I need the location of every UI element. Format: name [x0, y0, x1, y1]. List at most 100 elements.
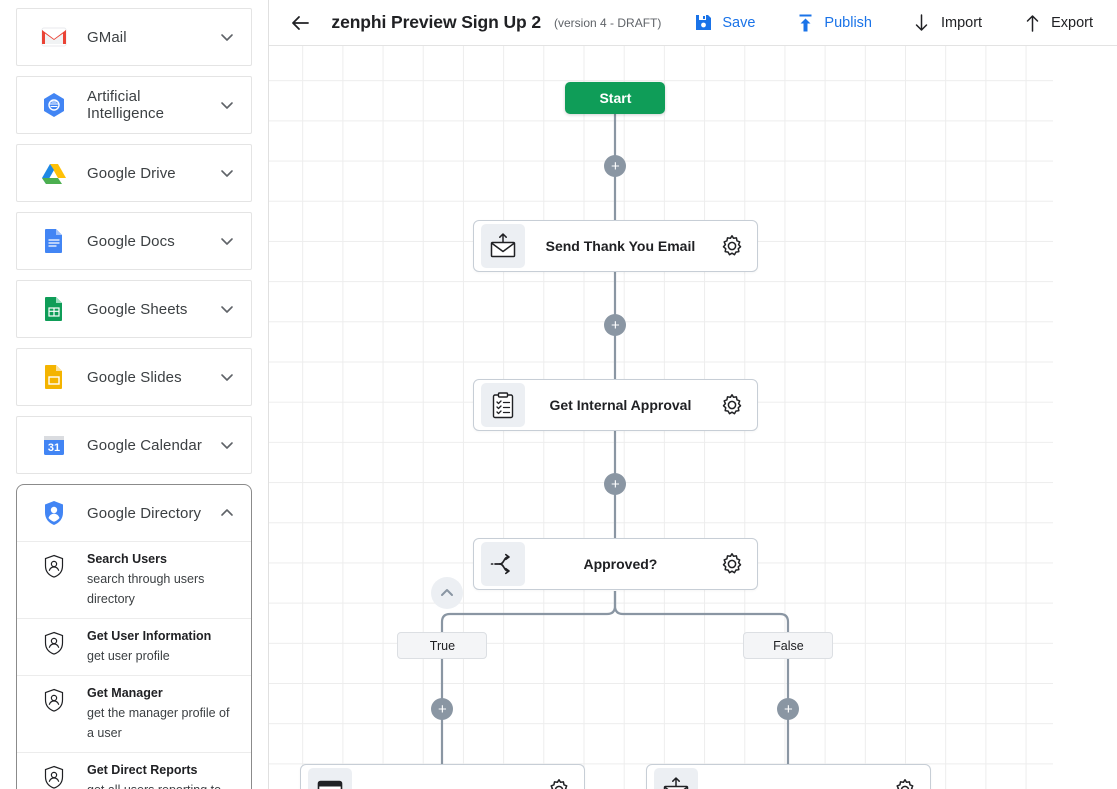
connector-card-google-drive[interactable]: Google Drive	[16, 144, 253, 202]
form-card-icon	[308, 768, 353, 789]
publish-upload-icon	[795, 13, 815, 33]
chevron-down-icon[interactable]	[217, 435, 237, 455]
chevron-down-icon[interactable]	[217, 95, 237, 115]
connector-card-artificial-intelligence[interactable]: Artificial Intelligence	[16, 76, 253, 134]
export-button[interactable]: Export	[1016, 9, 1099, 37]
connector-card-google-calendar[interactable]: 31 Google Calendar	[16, 416, 253, 474]
connector-header-artificial-intelligence[interactable]: Artificial Intelligence	[17, 77, 251, 133]
directory-user-icon	[41, 764, 67, 789]
chevron-down-icon[interactable]	[217, 231, 237, 251]
start-label: Start	[599, 90, 632, 106]
collapse-branch-button[interactable]	[431, 577, 464, 609]
connector-card-gmail[interactable]: GMail	[16, 8, 253, 66]
add-step-button[interactable]: +	[604, 473, 627, 495]
node-get-internal-approval[interactable]: Get Internal Approval	[473, 379, 759, 431]
chevron-down-icon[interactable]	[217, 299, 237, 319]
plus-label: +	[611, 475, 620, 493]
add-step-button[interactable]: +	[604, 314, 627, 336]
ai-icon	[41, 92, 67, 118]
import-label: Import	[940, 14, 983, 31]
node-label: Get Internal Approval	[549, 397, 692, 413]
connector-label: Google Sheets	[87, 300, 188, 318]
gear-icon[interactable]	[715, 547, 749, 581]
toolbar-actions: Save Publish Import	[687, 9, 1107, 37]
export-label: Export	[1051, 14, 1093, 31]
chevron-down-icon[interactable]	[217, 367, 237, 387]
connector-label: Google Docs	[87, 232, 175, 250]
back-arrow-icon[interactable]	[287, 10, 313, 36]
directory-user-icon	[41, 553, 67, 579]
connectors-sidebar[interactable]: GMail Artificial Intelligence	[0, 0, 270, 789]
list-item[interactable]: Get User Information get user profile	[17, 619, 252, 676]
connector-header-google-directory[interactable]: Google Directory	[17, 485, 251, 541]
google-sheets-icon	[41, 296, 67, 322]
directory-actions-list: Search Users search through users direct…	[17, 541, 252, 789]
google-docs-icon	[41, 228, 67, 254]
publish-button[interactable]: Publish	[789, 9, 878, 37]
google-calendar-icon: 31	[41, 432, 67, 458]
node-send-thank-you-email[interactable]: Send Thank You Email	[473, 220, 759, 272]
add-step-button[interactable]: +	[777, 698, 800, 720]
add-step-button[interactable]: +	[431, 698, 454, 720]
list-item-title: Get Manager	[87, 686, 163, 700]
save-button[interactable]: Save	[687, 9, 761, 37]
connector-header-google-calendar[interactable]: 31 Google Calendar	[17, 417, 251, 473]
list-item-description: get all users reporting to the a manager	[87, 780, 237, 789]
start-node[interactable]: Start	[565, 82, 666, 114]
gear-icon[interactable]	[715, 388, 749, 422]
connector-card-google-docs[interactable]: Google Docs	[16, 212, 253, 270]
google-directory-icon	[41, 500, 67, 526]
chevron-down-icon[interactable]	[217, 163, 237, 183]
connector-label: Google Slides	[87, 368, 182, 386]
save-label: Save	[722, 14, 756, 31]
node-approved-condition[interactable]: Approved?	[473, 538, 759, 590]
export-up-arrow-icon	[1022, 13, 1042, 33]
list-item[interactable]: Search Users search through users direct…	[17, 542, 252, 619]
workflow-canvas[interactable]: Start + Send Thank You Email	[269, 46, 1054, 789]
list-item-description: search through users directory	[87, 572, 205, 606]
plus-label: +	[784, 700, 793, 718]
connector-header-google-docs[interactable]: Google Docs	[17, 213, 251, 269]
connector-label: GMail	[87, 28, 127, 46]
list-item-title: Get Direct Reports	[87, 763, 198, 777]
add-step-button[interactable]: +	[604, 155, 627, 177]
send-email-icon	[481, 224, 526, 268]
branch-condition-icon	[481, 542, 526, 586]
branch-label-text: True	[429, 638, 456, 653]
connector-card-google-slides[interactable]: Google Slides	[16, 348, 253, 406]
svg-text:31: 31	[48, 442, 60, 454]
plus-label: +	[611, 316, 620, 334]
list-item[interactable]: Get Manager get the manager profile of a…	[17, 676, 252, 753]
connector-card-google-directory[interactable]: Google Directory Search Users	[16, 484, 253, 789]
version-label: (version 4 - DRAFT)	[554, 15, 662, 30]
list-item-description: get the manager profile of a user	[87, 706, 230, 740]
connector-label: Artificial Intelligence	[87, 88, 165, 122]
node-false-branch-partial[interactable]	[646, 764, 932, 789]
gear-icon[interactable]	[715, 229, 749, 263]
connector-header-google-slides[interactable]: Google Slides	[17, 349, 251, 405]
branch-label-true[interactable]: True	[397, 632, 488, 659]
connector-header-google-drive[interactable]: Google Drive	[17, 145, 251, 201]
chevron-up-icon[interactable]	[217, 503, 237, 523]
plus-label: +	[438, 700, 447, 718]
list-item[interactable]: Get Direct Reports get all users reporti…	[17, 753, 251, 789]
directory-user-icon	[41, 630, 67, 656]
branch-label-false[interactable]: False	[743, 632, 834, 659]
connector-card-google-sheets[interactable]: Google Sheets	[16, 280, 253, 338]
publish-label: Publish	[824, 14, 872, 31]
connector-header-gmail[interactable]: GMail	[17, 9, 251, 65]
node-true-branch-partial[interactable]	[300, 764, 586, 789]
gear-icon[interactable]	[542, 773, 576, 789]
plus-label: +	[611, 157, 620, 175]
send-email-icon	[654, 768, 699, 789]
google-drive-icon	[41, 160, 67, 186]
connector-header-google-sheets[interactable]: Google Sheets	[17, 281, 251, 337]
list-item-title: Search Users	[87, 552, 167, 566]
chevron-down-icon[interactable]	[217, 27, 237, 47]
chevron-up-icon	[441, 589, 454, 596]
connector-label: Google Drive	[87, 164, 176, 182]
gear-icon[interactable]	[888, 773, 922, 789]
node-label: Send Thank You Email	[545, 238, 696, 254]
import-button[interactable]: Import	[906, 9, 988, 37]
